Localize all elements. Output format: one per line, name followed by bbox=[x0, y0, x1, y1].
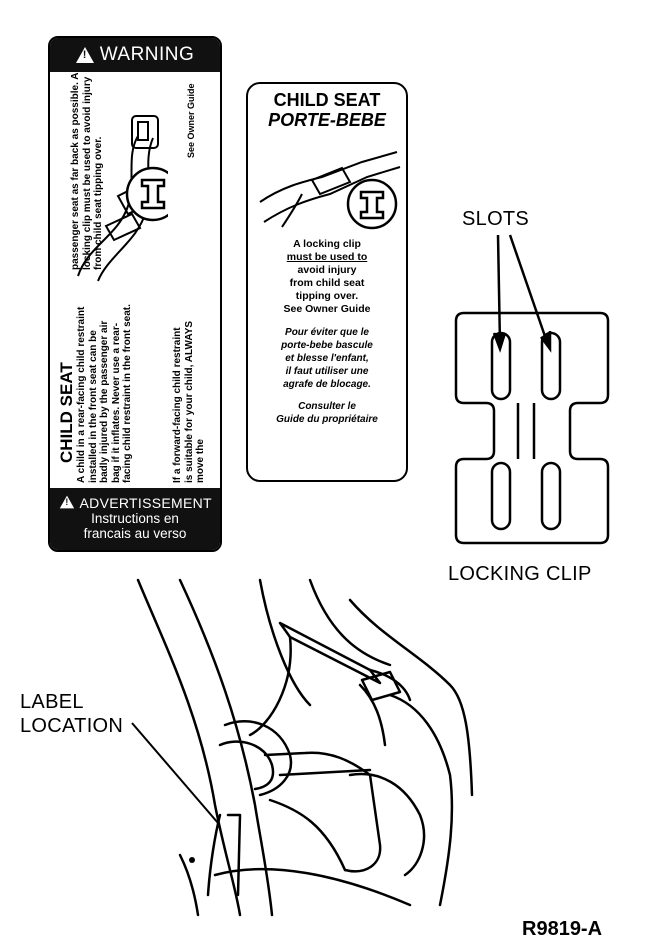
seatbelt-clip-sketch-icon bbox=[259, 151, 401, 230]
warning-text-col1: passenger seat as far back as possible. … bbox=[70, 72, 104, 270]
en-line3: avoid injury bbox=[297, 264, 357, 276]
fr-line3: et blesse l'enfant, bbox=[285, 353, 369, 364]
fr-line7: Guide du propriétaire bbox=[276, 414, 378, 425]
footer-triangle-icon bbox=[59, 495, 75, 509]
footer-line1: Instructions en bbox=[91, 511, 179, 526]
label-location-leader-line bbox=[131, 722, 219, 824]
label-location-text: LABEL LOCATION bbox=[20, 690, 123, 738]
fr-line6: Consulter le bbox=[298, 401, 356, 412]
fr-line1: Pour éviter que le bbox=[285, 327, 369, 338]
en-line2: must be used to bbox=[286, 251, 368, 263]
see-owner-guide-text: See Owner Guide bbox=[186, 83, 196, 158]
fr-line2: porte-bebe bascule bbox=[281, 340, 373, 351]
fr-line4: il faut utiliser une bbox=[285, 366, 369, 377]
warning-footer: ADVERTISSEMENT Instructions en francais … bbox=[50, 488, 220, 550]
seat-diagram bbox=[131, 578, 474, 917]
locking-clip-label: LOCKING CLIP bbox=[448, 563, 592, 585]
figure-reference: R9819-A bbox=[522, 918, 603, 940]
en-line4: from child seat bbox=[289, 277, 365, 289]
porte-bebe-title: PORTE-BEBE bbox=[268, 110, 386, 130]
warning-header: WARNING bbox=[50, 38, 220, 72]
en-line6: See Owner Guide bbox=[283, 303, 371, 315]
child-seat-label: CHILD SEAT PORTE-BEBE A locking clip mus… bbox=[246, 82, 408, 482]
en-line5: tipping over. bbox=[295, 290, 359, 302]
fr-line5: agrafe de blocage. bbox=[283, 379, 371, 390]
slots-label: SLOTS bbox=[462, 208, 530, 230]
footer-title: ADVERTISSEMENT bbox=[79, 495, 212, 511]
warning-triangle-icon bbox=[75, 47, 94, 63]
seat-back-left-edge bbox=[136, 578, 242, 917]
warning-header-text: WARNING bbox=[99, 44, 195, 65]
buckle-sketch-icon bbox=[77, 115, 168, 282]
warning-text-col2: A child in a rear-facing child restraint… bbox=[76, 304, 133, 483]
child-seat-title: CHILD SEAT bbox=[273, 90, 381, 110]
warning-label: WARNING See Owner Guide passenger seat a… bbox=[48, 36, 222, 552]
child-seat-heading: CHILD SEAT bbox=[57, 362, 76, 463]
footer-line2: francais au verso bbox=[83, 526, 187, 541]
warning-text-col3: If a forward-facing child restraint is s… bbox=[172, 320, 206, 483]
label-location-line2: LOCATION bbox=[20, 715, 124, 737]
en-line1: A locking clip bbox=[293, 238, 361, 250]
label-location-line1: LABEL bbox=[20, 691, 84, 713]
locking-clip-icon bbox=[454, 234, 610, 545]
